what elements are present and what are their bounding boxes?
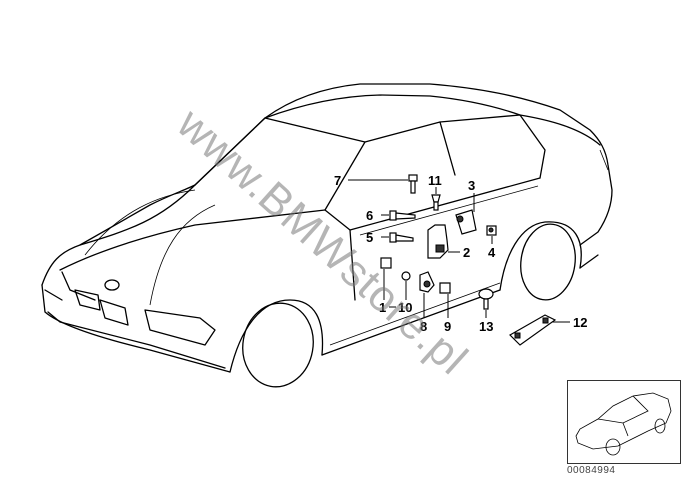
label-part-10: 10 [398, 300, 412, 315]
label-part-5: 5 [366, 230, 373, 245]
label-part-12: 12 [573, 315, 587, 330]
label-part-11: 11 [428, 173, 442, 188]
car-outline [41, 83, 613, 388]
part-8-stop [419, 271, 435, 293]
label-part-1: 1 [379, 300, 386, 315]
part-5-bolt [389, 232, 414, 243]
label-part-3: 3 [468, 178, 475, 193]
label-part-6: 6 [366, 208, 373, 223]
label-part-8: 8 [420, 319, 427, 334]
label-part-2: 2 [463, 245, 470, 260]
part-1-clip [380, 257, 392, 269]
part-6-bolt [389, 210, 416, 221]
part-13-pin [478, 288, 494, 310]
part-12-plate [509, 314, 557, 346]
label-part-13: 13 [479, 319, 493, 334]
label-part-9: 9 [444, 319, 451, 334]
part-3-hinge [455, 209, 477, 235]
image-code: 00084994 [567, 465, 616, 476]
leader-lines [348, 179, 570, 323]
label-part-7: 7 [334, 173, 341, 188]
part-7-bolt [408, 174, 418, 194]
part-4-clip [486, 225, 497, 236]
part-11-screw [431, 194, 441, 211]
label-part-4: 4 [488, 245, 496, 260]
part-10-nut [401, 271, 411, 281]
overview-thumbnail [567, 380, 681, 464]
thumbnail-car-icon [575, 392, 672, 456]
part-2-hinge [427, 224, 449, 259]
part-9-screw [439, 282, 451, 294]
